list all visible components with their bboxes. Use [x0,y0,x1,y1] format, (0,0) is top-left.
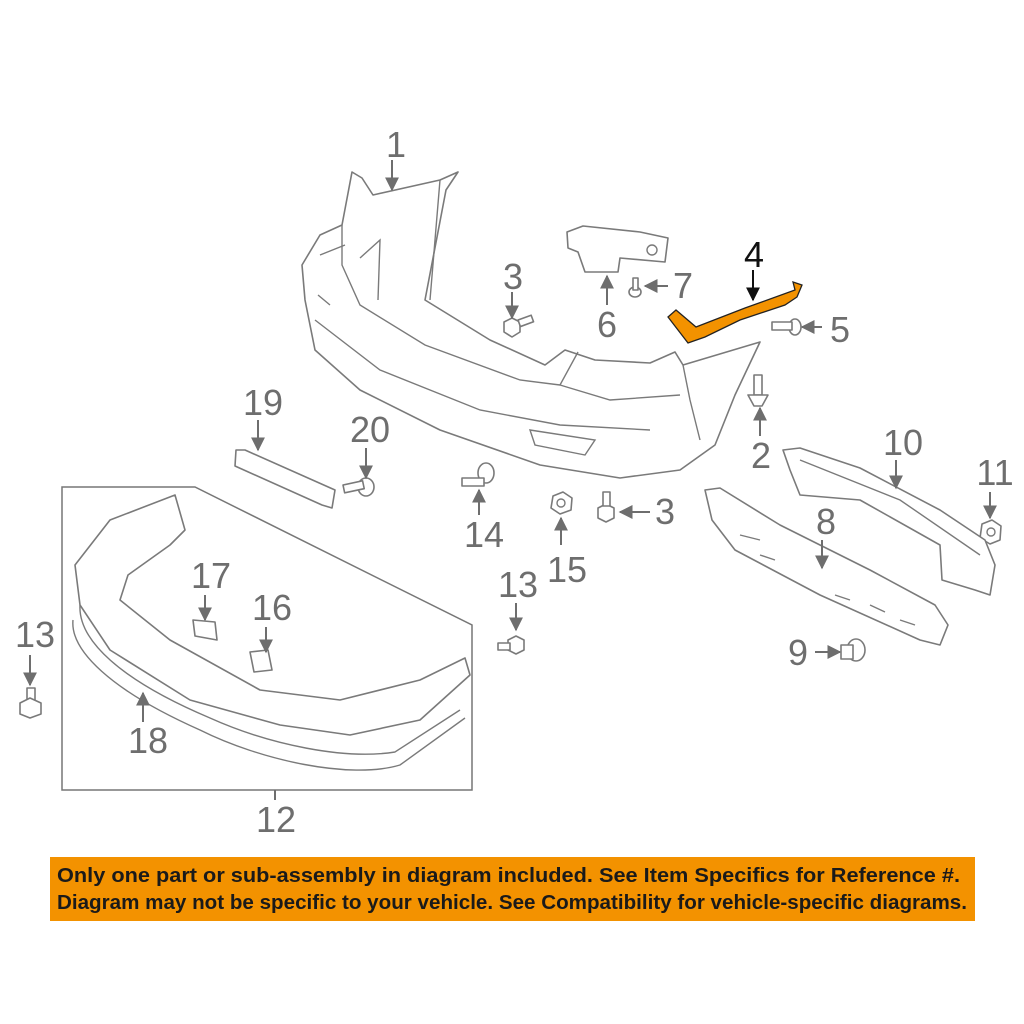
callout-12: 12 [256,799,296,840]
callout-14: 14 [464,514,504,555]
bolt-13a [497,635,525,655]
banner-line-1: Only one part or sub-assembly in diagram… [57,865,960,887]
bolt-20 [342,477,375,497]
reflector-part-19 [234,449,336,509]
highlighted-bracket-part-4 [667,281,803,344]
pin-14 [461,462,495,487]
seal-strip-part-18 [72,604,466,771]
callout-15: 15 [547,549,587,590]
callout-13b: 13 [15,614,55,655]
pin-5 [771,318,802,336]
callout-11: 11 [976,452,1013,493]
lower-valance-part [74,494,471,736]
callout-16: 16 [252,587,292,628]
callout-2: 2 [751,435,771,476]
fasteners [19,277,1002,719]
banner-line-2: Diagram may not be specific to your vehi… [57,892,967,914]
bumper-cover [301,171,761,479]
callout-10: 10 [883,422,923,463]
callout-3: 3 [503,256,523,297]
bolt-2 [747,374,769,407]
bolt-3b [597,491,615,523]
bolt-13b [19,687,42,719]
callout-7: 7 [673,265,693,306]
bracket-hole [646,244,658,256]
callout-labels: 1 3 6 7 4 5 2 19 20 10 11 14 15 3 8 13 1… [15,124,1014,840]
energy-absorber-part-10 [782,447,996,596]
callout-19: 19 [243,382,283,423]
callout-17: 17 [191,555,231,596]
nut-15 [550,491,573,515]
callout-5: 5 [830,309,850,350]
callout-4: 4 [744,234,764,275]
callout-18: 18 [128,720,168,761]
pin-9 [840,638,866,662]
callout-9: 9 [788,632,808,673]
callout-8: 8 [816,501,836,542]
callout-20: 20 [350,409,390,450]
callout-13: 13 [498,564,538,605]
bolt-3a [503,314,535,338]
clip-part-17 [192,619,218,641]
callout-3b: 3 [655,491,675,532]
pin-7 [628,277,642,298]
callout-arrows [23,160,997,800]
clip-part-16 [249,649,273,673]
sub-assembly-box [61,486,473,791]
callout-1: 1 [386,124,406,165]
callout-6: 6 [597,304,617,345]
bracket-part-6 [566,225,669,273]
disclaimer-banner: Only one part or sub-assembly in diagram… [50,857,975,921]
